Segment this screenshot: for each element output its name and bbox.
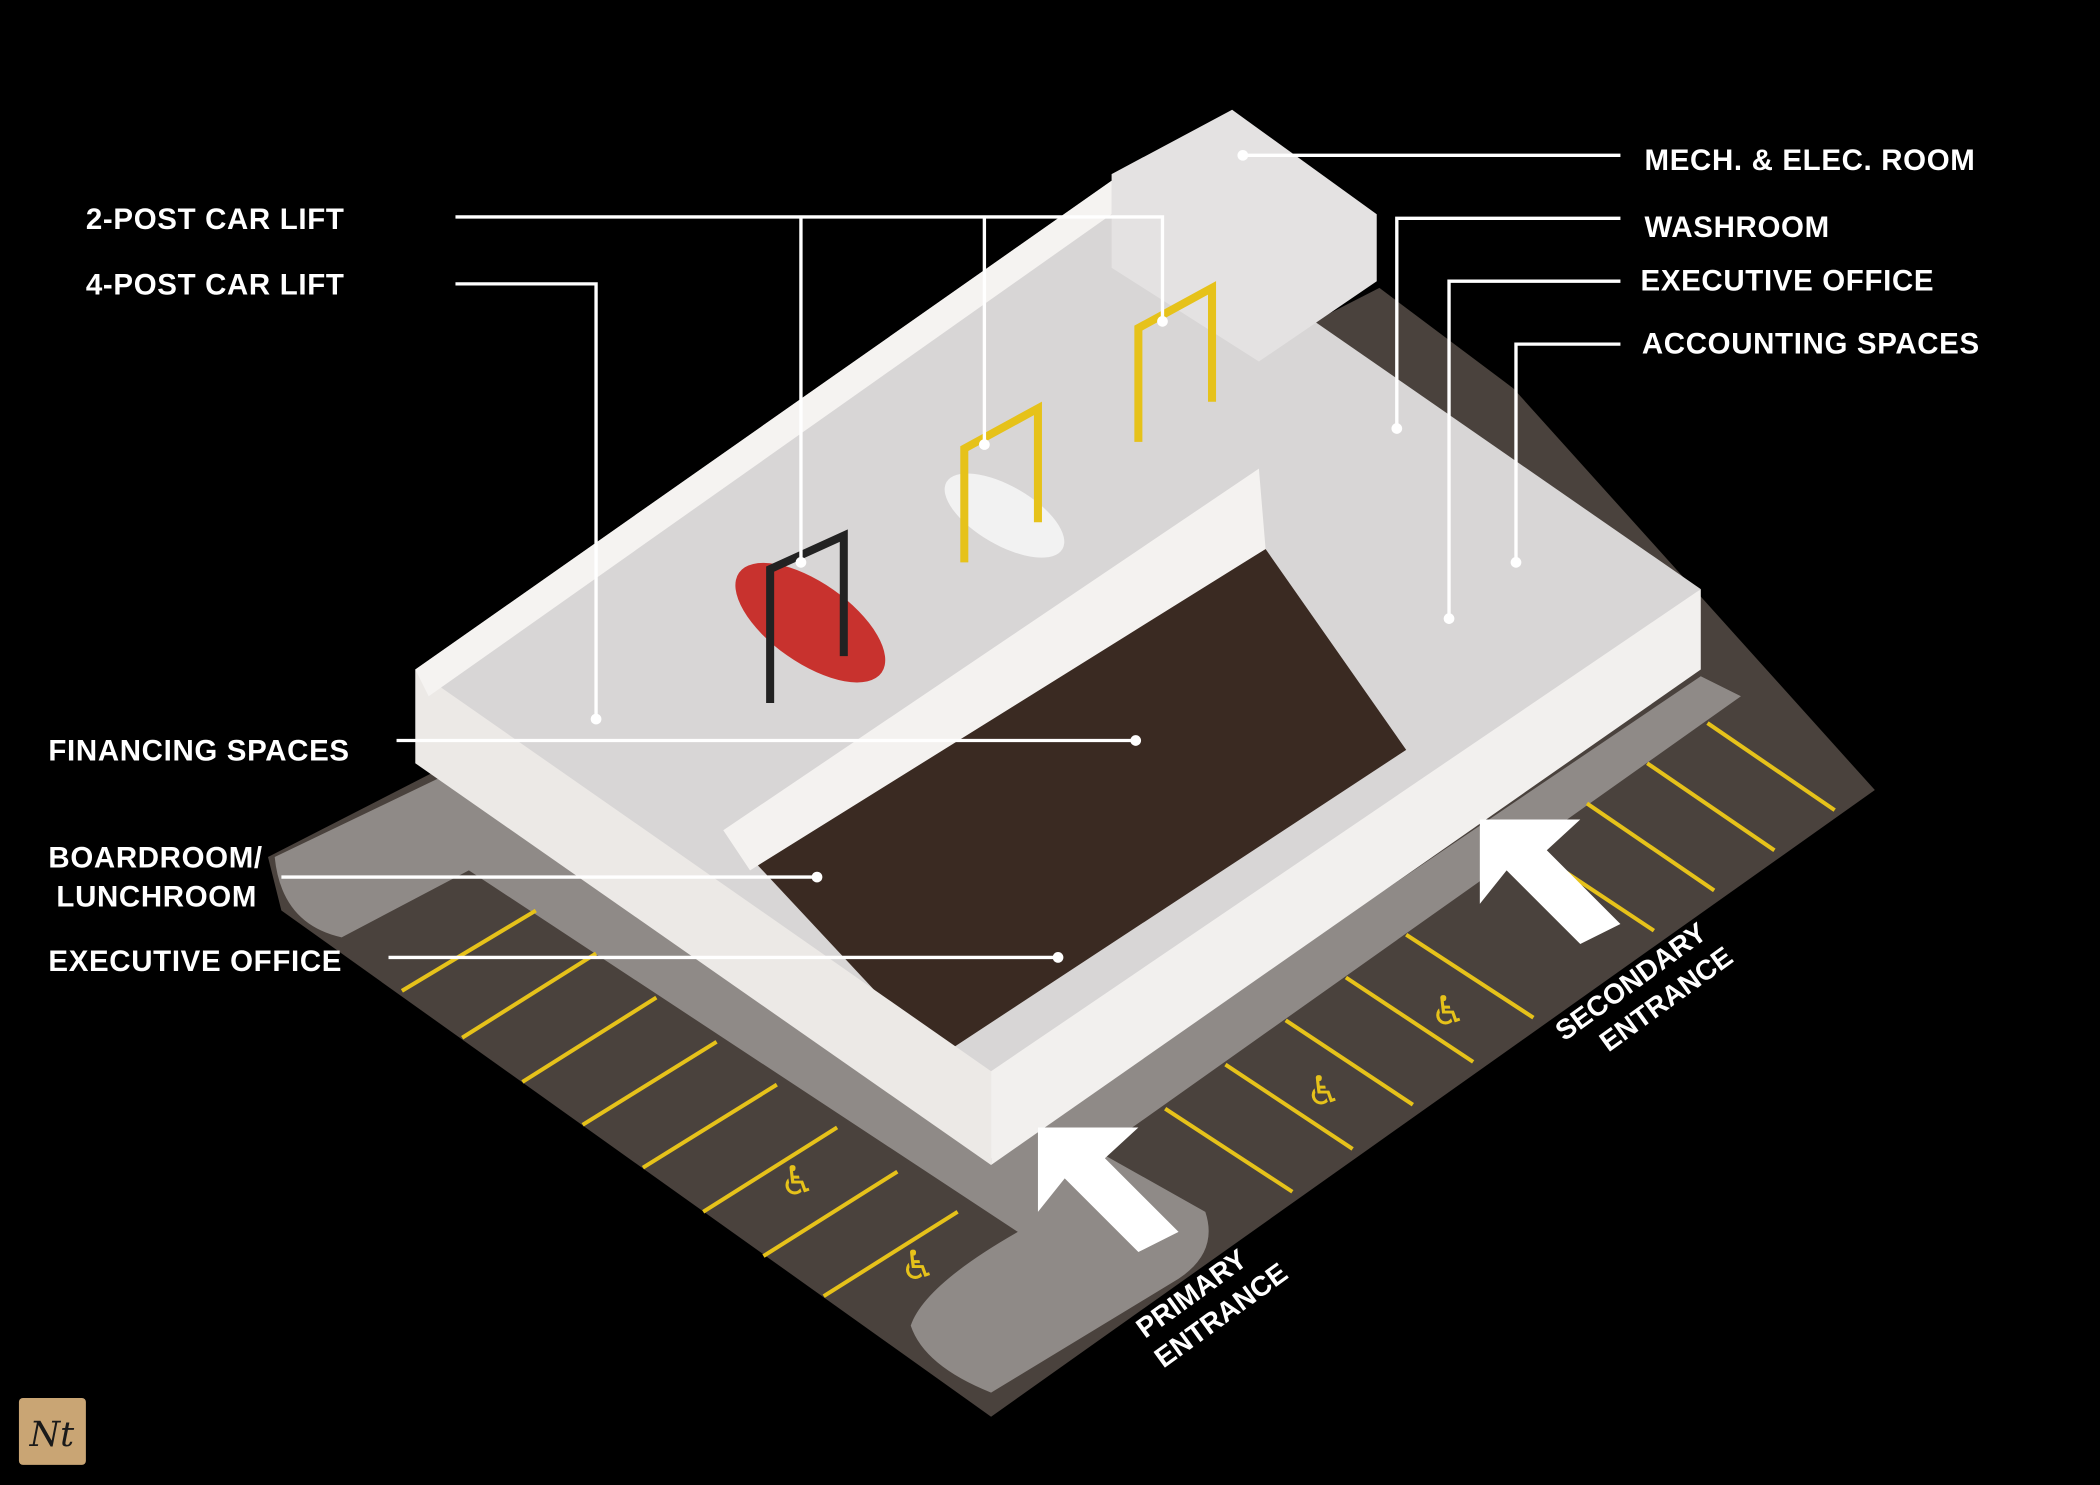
leader-lines [281, 149, 1621, 963]
secondary-entrance-arrow [1479, 819, 1621, 945]
label-executive-office-right: EXECUTIVE OFFICE [1641, 265, 1935, 298]
label-washroom: WASHROOM [1645, 211, 1830, 244]
front-wall [415, 669, 992, 1165]
svg-text:♿: ♿ [1306, 1069, 1342, 1115]
mech-elec-room [1111, 109, 1377, 362]
label-mech-elec-room: MECH. & ELEC. ROOM [1645, 144, 1976, 177]
white-car [944, 473, 1065, 558]
back-wall [415, 180, 1112, 697]
office-floor [750, 549, 1407, 1058]
label-boardroom: BOARDROOM/ [48, 842, 262, 875]
label-executive-office-left: EXECUTIVE OFFICE [48, 945, 342, 978]
partition-wall [723, 468, 1266, 871]
label-lunchroom: LUNCHROOM [56, 881, 257, 914]
label-financing-spaces: FINANCING SPACES [48, 735, 349, 768]
svg-text:♿: ♿ [1430, 988, 1466, 1034]
parking-stripes [400, 721, 1836, 1298]
side-wall [991, 589, 1701, 1165]
svg-text:♿: ♿ [900, 1243, 936, 1289]
car-lifts [766, 281, 1217, 703]
svg-text:♿: ♿ [780, 1158, 816, 1204]
label-4-post-car-lift: 4-POST CAR LIFT [86, 269, 345, 302]
label-accounting-spaces: ACCOUNTING SPACES [1642, 328, 1980, 361]
svg-text:Nt: Nt [29, 1415, 75, 1455]
accessible-parking-icons: ♿ ♿ ♿ ♿ [780, 988, 1467, 1288]
label-2-post-car-lift: 2-POST CAR LIFT [86, 203, 345, 236]
primary-entrance-arrow [1037, 1127, 1179, 1253]
sidewalk [274, 676, 1741, 1393]
brand-logo: Nt [18, 1397, 86, 1465]
